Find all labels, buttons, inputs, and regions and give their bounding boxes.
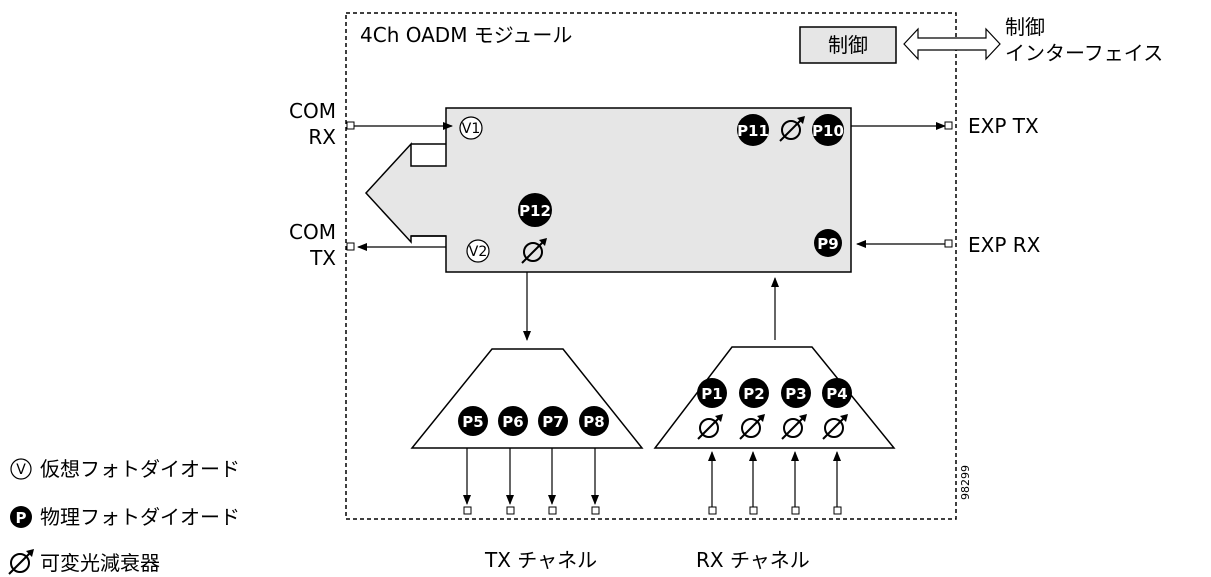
rx-port[interactable] [791, 506, 800, 515]
virtual-photodiode-icon [459, 116, 483, 140]
legend-label-virtual: 仮想フォトダイオード [40, 457, 240, 481]
physical-photodiode-icon [579, 406, 609, 436]
com-tx-port[interactable] [346, 242, 355, 251]
tx-channel-outputs [463, 448, 600, 515]
physical-photodiode-icon [518, 193, 552, 227]
legend-symbol-virtual: V [16, 462, 26, 478]
tx-port[interactable] [548, 506, 557, 515]
exp-tx-port[interactable] [944, 121, 953, 130]
pd-p12-label: P12 [519, 202, 551, 220]
physical-photodiode-icon [822, 378, 852, 408]
physical-photodiode-icon [781, 378, 811, 408]
physical-photodiode-icon [739, 378, 769, 408]
pd-p4-label: P4 [826, 385, 847, 403]
rx-channel-label: RX チャネル [696, 548, 810, 572]
control-interface-line2: インターフェイス [1005, 41, 1163, 65]
rx-mux [653, 346, 896, 449]
control-box[interactable] [799, 26, 897, 64]
tx-port[interactable] [591, 506, 600, 515]
figure-number: 98299 [959, 465, 972, 500]
module-title: 4Ch OADM モジュール [360, 23, 572, 47]
pd-p2-label: P2 [743, 385, 764, 403]
physical-photodiode-icon [458, 406, 488, 436]
rx-photodiodes: P1 P2 P3 P4 [697, 378, 852, 440]
pd-p9-label: P9 [817, 235, 838, 253]
com-rx-port[interactable] [346, 121, 355, 130]
com-tx-label-2: TX [309, 246, 336, 270]
rx-channel-inputs [708, 451, 842, 515]
pd-p5-label: P5 [462, 413, 483, 431]
rx-port[interactable] [749, 506, 758, 515]
exp-tx-label: EXP TX [968, 114, 1039, 138]
control-interface-line1: 制御 [1005, 15, 1045, 39]
tx-port[interactable] [506, 506, 515, 515]
com-rx-label-2: RX [308, 125, 336, 149]
tx-port[interactable] [463, 506, 472, 515]
physical-photodiode-icon [814, 229, 842, 257]
virtual-photodiode-icon [10, 458, 32, 480]
module-boundary [345, 12, 957, 520]
pd-p10-label: P10 [812, 122, 844, 140]
pd-p1-label: P1 [701, 385, 722, 403]
legend-symbol-physical: P [16, 509, 27, 527]
tx-channel-label: TX チャネル [484, 548, 597, 572]
oadm-core-block [364, 107, 852, 273]
physical-photodiode-icon [10, 506, 32, 528]
pd-p8-label: P8 [583, 413, 604, 431]
physical-photodiode-icon [498, 406, 528, 436]
virtual-photodiode-icon [466, 239, 490, 263]
pd-v2-label: V2 [469, 244, 487, 260]
pd-p6-label: P6 [502, 413, 523, 431]
pd-p7-label: P7 [542, 413, 563, 431]
com-rx-label-1: COM [289, 99, 336, 123]
legend-label-attenuator: 可変光減衰器 [40, 551, 160, 575]
exp-rx-label: EXP RX [968, 233, 1041, 257]
rx-port[interactable] [708, 506, 717, 515]
legend: V 仮想フォトダイオード P 物理フォトダイオード 可変光減衰器 [8, 457, 240, 575]
rx-port[interactable] [833, 506, 842, 515]
variable-attenuator-icon [8, 548, 35, 575]
tx-photodiodes: P5 P6 P7 P8 [458, 406, 609, 436]
physical-photodiode-icon [812, 114, 844, 146]
control-box-label: 制御 [828, 33, 868, 57]
legend-label-physical: 物理フォトダイオード [40, 505, 240, 529]
pd-v1-label: V1 [462, 121, 480, 137]
pd-p3-label: P3 [785, 385, 806, 403]
physical-photodiode-icon [697, 378, 727, 408]
pd-p11-label: P11 [737, 122, 769, 140]
exp-rx-port[interactable] [944, 239, 953, 248]
tx-demux [410, 348, 644, 449]
physical-photodiode-icon [538, 406, 568, 436]
physical-photodiode-icon [737, 114, 769, 146]
com-tx-label-1: COM [289, 220, 336, 244]
control-double-arrow [903, 27, 1001, 61]
